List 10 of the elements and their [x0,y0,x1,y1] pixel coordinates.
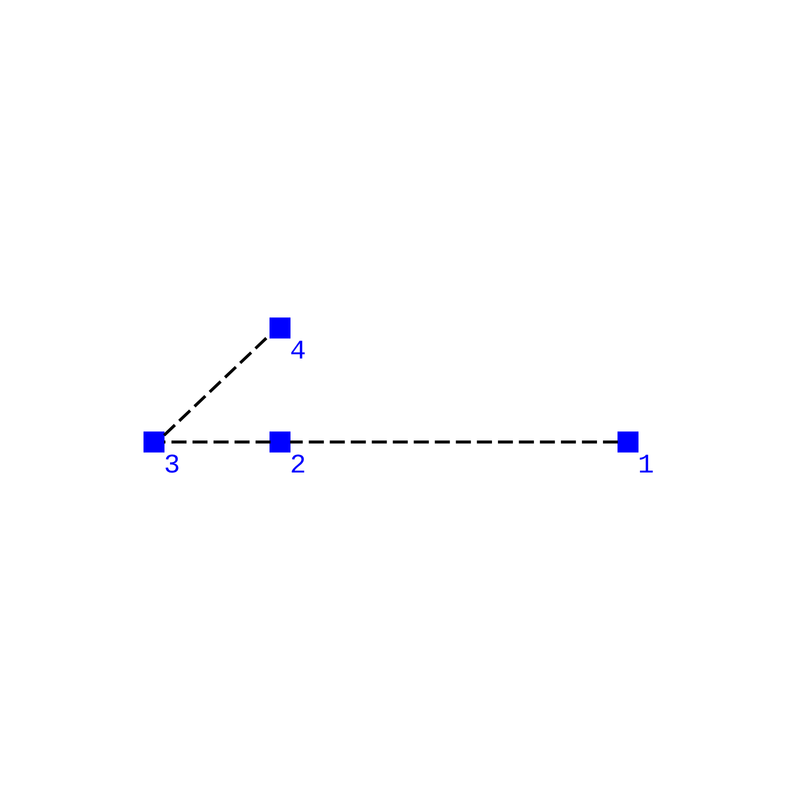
node-box [618,432,638,452]
node-label: 3 [164,452,180,482]
node-box [144,432,164,452]
node-box [270,432,290,452]
connector [290,440,618,444]
connector [164,440,271,444]
node-box [270,318,290,338]
node-label: 1 [638,452,654,482]
node-label: 2 [290,452,306,482]
node-label: 4 [290,338,306,368]
